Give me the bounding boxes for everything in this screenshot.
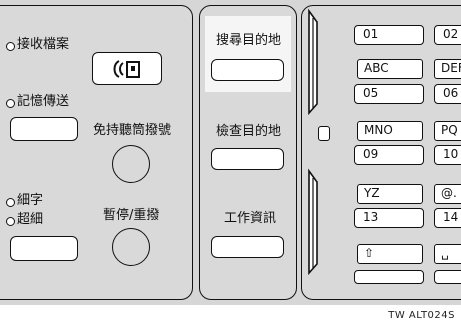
memory-transmit-indicator bbox=[6, 99, 15, 108]
fine-label: 細字 bbox=[17, 193, 44, 208]
quick-dial-key-10[interactable]: 10 bbox=[434, 145, 461, 165]
receive-file-label: 接收檔案 bbox=[17, 37, 70, 52]
quick-dial-key-06[interactable]: 06 bbox=[434, 84, 461, 104]
quick-dial-flap-upper bbox=[308, 8, 318, 116]
quick-dial-key-18[interactable] bbox=[434, 270, 461, 284]
flap-indicator bbox=[318, 126, 330, 141]
quick-dial-label-abc: ABC bbox=[357, 59, 423, 79]
control-panel: 接收檔案 記憶傳送 免持聽筒撥號 細字 超細 暫停/重撥 搜尋目的地 檢查目的地… bbox=[0, 0, 461, 305]
quick-dial-flap-lower bbox=[308, 168, 318, 276]
shift-icon: ⇧ bbox=[357, 244, 423, 264]
check-destination-label: 檢查目的地 bbox=[216, 124, 282, 139]
quick-dial-label-def: DEF bbox=[434, 59, 461, 79]
quick-dial-key-05[interactable]: 05 bbox=[354, 84, 424, 104]
fine-indicator bbox=[6, 198, 15, 207]
quick-dial-key-17[interactable] bbox=[354, 270, 424, 284]
memory-transmit-button[interactable] bbox=[10, 117, 78, 141]
quick-dial-key-13[interactable]: 13 bbox=[354, 208, 424, 228]
quick-dial-label-mno: MNO bbox=[357, 121, 423, 141]
memory-transmit-label: 記憶傳送 bbox=[17, 94, 70, 109]
quick-dial-key-14[interactable]: 14 bbox=[434, 208, 461, 228]
quick-dial-label-pqr: PQ bbox=[434, 121, 461, 141]
superfine-label: 超細 bbox=[17, 212, 44, 227]
search-destination-button[interactable] bbox=[211, 59, 284, 81]
superfine-indicator bbox=[6, 217, 15, 226]
search-destination-label: 搜尋目的地 bbox=[216, 33, 282, 48]
pause-redial-label: 暫停/重撥 bbox=[103, 208, 160, 223]
manual-receive-icon bbox=[113, 59, 140, 78]
manual-receive-button[interactable] bbox=[92, 52, 162, 85]
quick-dial-key-02[interactable]: 02 bbox=[434, 25, 461, 45]
pause-redial-button[interactable] bbox=[112, 228, 150, 266]
quick-dial-key-01[interactable]: 01 bbox=[354, 25, 424, 45]
job-information-label: 工作資訊 bbox=[224, 211, 277, 226]
quick-dial-label-at: @. bbox=[434, 184, 461, 204]
check-destination-button[interactable] bbox=[211, 148, 284, 170]
on-hook-dial-button[interactable] bbox=[112, 145, 150, 183]
figure-code: TW ALT024S bbox=[388, 310, 455, 321]
space-icon: ␣ bbox=[434, 244, 461, 264]
resolution-button[interactable] bbox=[10, 236, 78, 261]
job-information-button[interactable] bbox=[211, 236, 284, 258]
receive-file-indicator bbox=[6, 42, 15, 51]
quick-dial-key-09[interactable]: 09 bbox=[354, 145, 424, 165]
quick-dial-label-yz: YZ bbox=[357, 184, 423, 204]
on-hook-dial-label: 免持聽筒撥號 bbox=[93, 123, 172, 138]
